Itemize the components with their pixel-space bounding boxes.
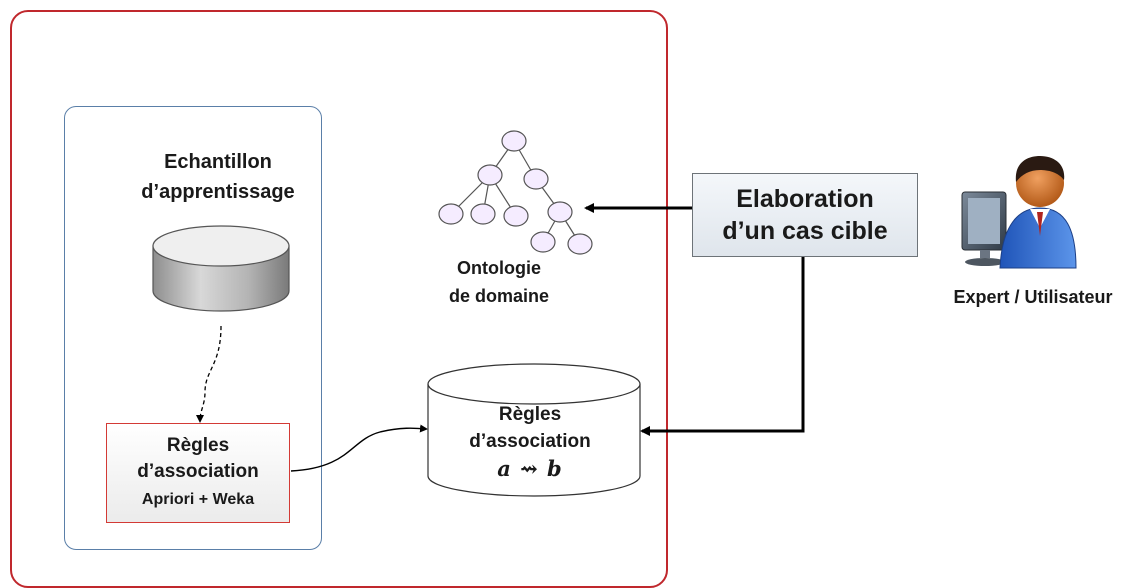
rules-db-formula: a ⇝ b xyxy=(497,456,563,481)
learning-sample-line1: Echantillon xyxy=(164,151,272,173)
rules-to-database-arrow xyxy=(290,424,428,472)
rules-database-icon xyxy=(427,363,641,497)
ontology-label: Ontologie de domaine xyxy=(424,254,574,310)
learning-sample-line2: d’apprentissage xyxy=(141,181,295,203)
elaboration-to-rules-arrow xyxy=(640,257,805,436)
rules-box-tools: Apriori + Weka xyxy=(141,491,255,508)
rules-box-line2: d’association xyxy=(137,461,259,482)
learning-sample-database-icon xyxy=(152,225,290,312)
elaboration-line2: d’un cas cible xyxy=(722,217,888,245)
diagram-graphics xyxy=(152,130,1077,497)
elaboration-box: Elaboration d’un cas cible xyxy=(692,173,918,257)
rules-database-label: Règles d’association a ⇝ b xyxy=(440,401,620,482)
rules-db-line1: Règles xyxy=(498,404,562,425)
learning-sample-title: Echantillon d’apprentissage xyxy=(118,147,318,207)
elaboration-line1: Elaboration xyxy=(736,185,874,213)
ontology-line1: Ontologie xyxy=(457,258,541,278)
dashed-flow-arrow xyxy=(196,325,222,423)
rules-db-line2: d’association xyxy=(469,431,591,452)
ontology-tree-icon xyxy=(438,130,593,255)
association-rules-box: Règles d’association Apriori + Weka xyxy=(106,423,290,523)
expert-user-icon xyxy=(961,156,1077,269)
expert-label: Expert / Utilisateur xyxy=(953,287,1113,307)
rules-box-line1: Règles xyxy=(166,435,230,456)
ontology-line2: de domaine xyxy=(448,286,550,306)
